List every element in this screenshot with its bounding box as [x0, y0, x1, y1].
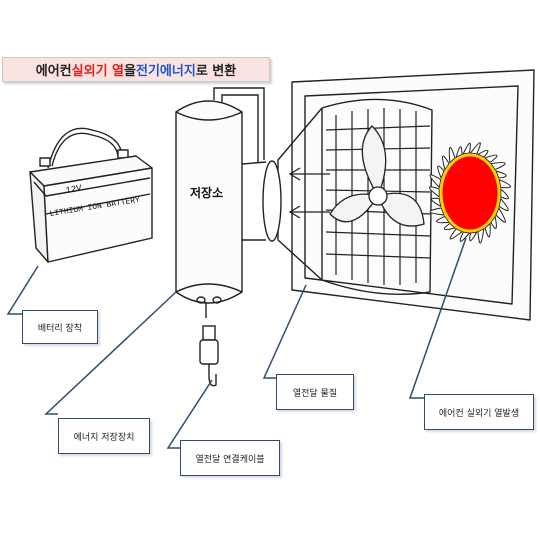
heat-ray — [441, 155, 450, 171]
heat-ray — [490, 215, 497, 229]
heat-sun-icon — [429, 142, 511, 244]
title-part-4: 전기에너지 — [136, 64, 196, 79]
storage-tank — [175, 100, 243, 304]
title-part-1: 에어컨 — [35, 64, 72, 79]
heat-ray — [443, 222, 457, 231]
heat-ray — [449, 228, 463, 240]
heat-transfer-cable — [199, 302, 219, 387]
leader-battery — [6, 265, 39, 315]
heat-ray — [495, 206, 506, 223]
heat-ray — [476, 149, 489, 158]
callout-battery-mount: 배터리 장착 — [22, 310, 98, 344]
heat-ray — [500, 187, 510, 200]
heat-ray — [498, 197, 509, 212]
tank-port-right — [212, 296, 222, 304]
battery-handle — [47, 127, 131, 169]
tank-label: 저장소 — [190, 186, 224, 200]
callout-heat-transfer: 열전달 물질 — [276, 374, 354, 410]
cable-plug — [202, 325, 216, 341]
heat-ray — [469, 142, 481, 155]
tank-port-left — [196, 296, 206, 304]
heat-ray — [495, 170, 507, 179]
fan-blades — [329, 125, 425, 227]
heat-ray — [498, 178, 511, 189]
leader-transfer — [262, 284, 307, 379]
heat-ray — [429, 186, 440, 199]
heat-ray — [490, 162, 506, 171]
heat-ray — [431, 197, 442, 208]
callout-lines — [6, 237, 467, 449]
callout-cable: 열전달 연결케이블 — [180, 440, 280, 476]
heat-ray — [429, 207, 445, 216]
heat-ray — [455, 146, 463, 159]
title-banner: 에어컨 실외기 열 을 전기에너지 로 변환 — [2, 57, 270, 82]
heat-core — [439, 153, 501, 233]
heat-ray — [477, 227, 485, 244]
battery-illustration — [29, 127, 153, 263]
heat-ray — [429, 174, 442, 189]
airflow-arrows — [288, 167, 330, 219]
heat-ray — [484, 154, 498, 164]
title-part-5: 로 변환 — [195, 64, 237, 79]
leader-heat — [408, 237, 467, 399]
title-part-3: 을 — [124, 64, 136, 79]
leader-cable — [166, 379, 213, 449]
heat-ray — [448, 146, 456, 164]
heat-ray — [484, 222, 491, 238]
connecting-pipe — [213, 87, 267, 241]
heat-ray — [437, 165, 445, 180]
callout-heat-generation: 에어컨 실외기 열발생 — [424, 394, 534, 430]
title-part-2: 실외기 열 — [71, 64, 125, 79]
heat-ray — [459, 231, 471, 242]
heat-ray — [436, 215, 450, 224]
heat-ray — [469, 231, 478, 242]
battery-terminal-left — [39, 157, 51, 167]
battery-voltage-label: 12V — [65, 183, 83, 196]
leader-storage — [44, 291, 177, 415]
callout-energy-storage: 에너지 저장장치 — [58, 418, 150, 454]
heat-ray — [462, 142, 471, 155]
